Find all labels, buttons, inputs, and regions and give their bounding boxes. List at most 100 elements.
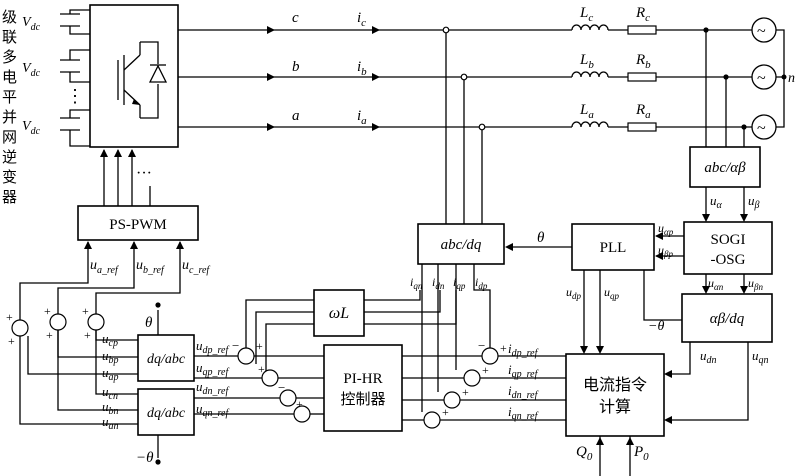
pspwm-block: PS-PWM bbox=[77, 205, 199, 241]
side-label-char: 平 bbox=[2, 88, 17, 106]
side-label-char: 逆 bbox=[2, 148, 17, 166]
i-qp-label: iqp bbox=[453, 275, 466, 291]
vdc-label: Vdc bbox=[22, 61, 41, 79]
u-qp-label: uqp bbox=[604, 285, 620, 301]
svg-text:+: + bbox=[82, 304, 89, 318]
svg-text:+: + bbox=[500, 341, 507, 355]
phase-name: a bbox=[292, 108, 300, 124]
pihr-label: 控制器 bbox=[340, 390, 385, 408]
inductor-label: Lc bbox=[579, 5, 593, 24]
svg-text:+: + bbox=[8, 334, 15, 348]
neutral-label: n bbox=[788, 71, 795, 86]
phase-current-label: ia bbox=[357, 108, 367, 127]
sogi-label: -OSG bbox=[710, 252, 745, 268]
u-qp-ref-label: uqp_ref bbox=[196, 360, 229, 378]
current-error-summers: − + + + + idp_ref iqp_ref idn_ref iqn_re… bbox=[402, 264, 566, 429]
side-label-char: 联 bbox=[2, 28, 17, 46]
i-dn-ref-label: idn_ref bbox=[508, 383, 539, 401]
vertical-ellipsis: ⋮ bbox=[66, 86, 84, 106]
neg-theta-label: −θ bbox=[136, 450, 154, 466]
left-summers: + + + + + + ucp ubp uap ucn ubn uan bbox=[6, 304, 138, 432]
svg-text:+: + bbox=[84, 328, 91, 342]
i-qn-ref-label: iqn_ref bbox=[508, 404, 539, 422]
abc-alphabeta-label: abc/αβ bbox=[704, 160, 746, 176]
inductor-icon bbox=[571, 71, 609, 78]
resistor-icon bbox=[627, 72, 657, 82]
neg-theta-label: −θ bbox=[648, 319, 664, 334]
u-alpha-n-label: uαn bbox=[708, 276, 724, 292]
current-command-label: 电流指令 bbox=[583, 375, 647, 394]
abc-alphabeta-block: abc/αβ uα uβ bbox=[689, 146, 761, 222]
arrow-icon bbox=[372, 123, 380, 131]
side-label-char: 变 bbox=[2, 168, 17, 186]
svg-text:+: + bbox=[258, 362, 265, 376]
dq-abc-label: dq/abc bbox=[147, 406, 186, 421]
alphabeta-dq-block: αβ/dq udn uqn bbox=[664, 293, 773, 424]
u-bn-label: ubn bbox=[102, 399, 119, 417]
u-b-ref-label: ub_ref bbox=[136, 258, 165, 276]
svg-text:−: − bbox=[478, 338, 485, 353]
svg-text:−: − bbox=[232, 338, 239, 353]
u-qn-label: uqn bbox=[752, 348, 769, 366]
side-label-char: 网 bbox=[2, 128, 17, 146]
grid-sources: ~ ~ ~ n bbox=[751, 17, 795, 140]
u-dp-label: udp bbox=[566, 285, 582, 301]
arrow-icon bbox=[267, 73, 275, 81]
side-label-char: 器 bbox=[2, 188, 17, 206]
u-dn-ref-label: udn_ref bbox=[196, 379, 229, 397]
u-c-ref-label: uc_ref bbox=[182, 258, 210, 276]
abc-dq-label: abc/dq bbox=[441, 237, 482, 253]
dc-sources: Vdc Vdc ⋮ Vdc bbox=[22, 9, 90, 147]
resistor-label: Ra bbox=[635, 102, 651, 121]
line-impedances: Lc Lb La Rc Rb Ra bbox=[571, 5, 657, 132]
arrow-icon bbox=[372, 26, 380, 34]
svg-text:+: + bbox=[44, 304, 51, 318]
gate-signals: ··· bbox=[100, 149, 152, 206]
u-a-ref-label: ua_ref bbox=[90, 258, 119, 276]
i-dp-ref-label: idp_ref bbox=[508, 341, 539, 359]
theta-label: θ bbox=[537, 230, 545, 246]
current-command-block: 电流指令 计算 Q0 P0 bbox=[565, 353, 665, 476]
pihr-label: PI-HR bbox=[343, 371, 382, 387]
svg-text:+: + bbox=[6, 310, 13, 324]
horizontal-ellipsis: ··· bbox=[136, 165, 152, 182]
svg-text:+: + bbox=[296, 397, 303, 411]
pihr-block: PI-HR 控制器 bbox=[323, 344, 403, 432]
u-dn-label: udn bbox=[700, 348, 717, 366]
u-alpha-label: uα bbox=[710, 193, 723, 211]
phase-current-label: ib bbox=[357, 59, 367, 78]
resistor-icon bbox=[627, 122, 657, 132]
dq-abc-label: dq/abc bbox=[147, 352, 186, 367]
vdc-label: Vdc bbox=[22, 119, 41, 137]
phase-current-label: ic bbox=[357, 10, 366, 29]
i-dp-label: idp bbox=[475, 275, 488, 291]
sogi-label: SOGI bbox=[710, 232, 745, 248]
current-taps bbox=[442, 26, 486, 224]
u-cn-label: ucn bbox=[102, 384, 118, 402]
phase-lines: c b a ic ib ia bbox=[178, 10, 752, 131]
side-label-char: 多 bbox=[2, 48, 17, 66]
resistor-label: Rc bbox=[635, 5, 650, 24]
q0-label: Q0 bbox=[576, 444, 593, 463]
sine-icon: ~ bbox=[757, 120, 766, 137]
p0-label: P0 bbox=[633, 444, 649, 463]
u-cp-label: ucp bbox=[102, 331, 118, 349]
svg-text:−: − bbox=[278, 380, 285, 395]
phase-name: b bbox=[292, 59, 300, 75]
inductor-icon bbox=[571, 24, 609, 31]
svg-text:+: + bbox=[482, 363, 489, 377]
svg-text:+: + bbox=[462, 385, 469, 399]
side-label-char: 电 bbox=[2, 68, 17, 86]
arrow-icon bbox=[267, 123, 275, 131]
u-qn-ref-label: uqn_ref bbox=[196, 401, 229, 419]
side-label: 级 联 多 电 平 并 网 逆 变 器 bbox=[2, 8, 17, 206]
svg-text:+: + bbox=[46, 328, 53, 342]
vdc-label: Vdc bbox=[22, 15, 41, 33]
inductor-label: Lb bbox=[579, 52, 594, 71]
sogi-block: SOGI -OSG uαp uβp uαn uβn bbox=[655, 221, 773, 294]
alphabeta-dq-label: αβ/dq bbox=[710, 311, 745, 327]
phase-name: c bbox=[292, 10, 299, 26]
voltage-taps bbox=[703, 27, 747, 147]
u-ap-label: uap bbox=[102, 365, 119, 383]
resistor-label: Rb bbox=[635, 52, 651, 71]
